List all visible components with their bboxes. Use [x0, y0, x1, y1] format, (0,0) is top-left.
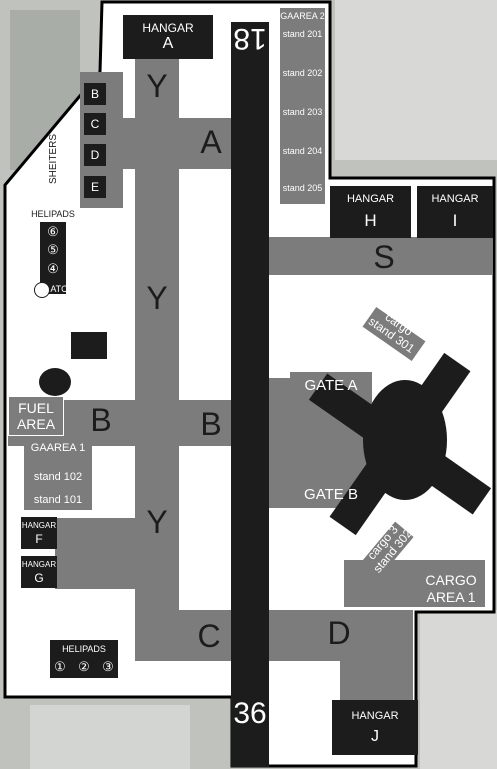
hangar-id: H	[364, 211, 377, 230]
stand-205[interactable]: stand 205	[282, 183, 323, 193]
hangar-title: HANGAR	[346, 193, 395, 205]
hangar-i[interactable]: HANGAR I	[417, 186, 493, 238]
hangar-title: HANGAR	[351, 709, 399, 722]
stand-204[interactable]: stand 204	[282, 146, 323, 156]
fuel-area[interactable]: FUEL AREA	[8, 396, 64, 436]
hangar-a[interactable]: HANGAR A	[123, 15, 213, 59]
taxiway-c	[135, 610, 233, 661]
taxiway-d-label: D	[327, 614, 351, 651]
taxiway-s-label: S	[373, 238, 395, 275]
shelters-title: SHEITERS	[47, 134, 59, 185]
hangar-id: F	[35, 531, 43, 546]
hangar-g[interactable]: HANGAR G	[21, 556, 57, 588]
helipad-2[interactable]: ②	[78, 659, 90, 674]
background-building	[30, 705, 190, 769]
stand-201[interactable]: stand 201	[282, 29, 323, 39]
taxiway-s	[268, 237, 493, 275]
helipad-4[interactable]: ④	[47, 261, 59, 276]
stand-101[interactable]: stand 101	[33, 494, 83, 506]
shelter-e[interactable]: E	[84, 176, 106, 198]
terminal-apron	[268, 378, 290, 508]
taxiway-y-label: Y	[146, 279, 168, 316]
hangar-title: HANGAR	[142, 21, 194, 35]
stand-102[interactable]: stand 102	[33, 471, 83, 483]
shelter-c[interactable]: C	[84, 113, 106, 135]
cargo-stand-302	[360, 521, 414, 579]
helipads-title: HELIPADS	[62, 644, 106, 654]
fuel-area-label: FUEL	[18, 400, 54, 416]
helipad-5[interactable]: ⑤	[47, 242, 59, 257]
taxiway-c-label: C	[197, 617, 221, 654]
taxiway-b-label: B	[90, 401, 112, 438]
shelter-d[interactable]: D	[84, 144, 106, 166]
atc-tower	[34, 282, 50, 298]
taxiway-a	[123, 118, 233, 169]
taxiway-f-g-apron	[55, 518, 135, 589]
helipad-6[interactable]: ⑥	[47, 224, 59, 239]
hangar-id: I	[452, 211, 458, 230]
hangar-title: HANGAR	[431, 193, 479, 205]
hangar-title: HANGAR	[21, 520, 57, 530]
concourse-hub	[363, 380, 447, 500]
background-building	[335, 0, 497, 160]
helipads-title: HELIPADS	[31, 209, 75, 219]
fuel-area-label: AREA	[16, 416, 56, 432]
taxiway-y-label: Y	[146, 67, 168, 104]
taxiway-y-label: Y	[146, 503, 168, 540]
stand-203[interactable]: stand 203	[282, 107, 323, 117]
taxiway-a-label: A	[200, 123, 222, 160]
runway-18-36	[231, 22, 269, 767]
hangar-id: J	[371, 727, 379, 745]
hangar-title: HANGAR	[21, 559, 57, 569]
hangar-j[interactable]: HANGAR J	[332, 700, 418, 755]
taxiway-d-apron	[340, 610, 413, 700]
ga-area-1-apron	[24, 438, 92, 510]
taxiway-b-label: B	[200, 405, 222, 442]
hangar-f[interactable]: HANGAR F	[21, 517, 57, 549]
hangar-h[interactable]: HANGAR H	[330, 186, 411, 238]
fuel-tank-round	[39, 368, 71, 396]
helipads-lower	[50, 640, 118, 678]
background-building	[420, 610, 497, 769]
fuel-tank	[71, 332, 107, 359]
cargo-area-1[interactable]: CARGO AREA 1	[425, 572, 477, 605]
helipad-1[interactable]: ①	[54, 659, 66, 674]
hangar-id: G	[34, 570, 44, 585]
atc-label: ATC	[50, 284, 68, 294]
runway-18-label: 18	[233, 22, 267, 55]
shelter-b[interactable]: B	[84, 83, 106, 105]
gate-a[interactable]: GATE A	[304, 376, 358, 394]
cargo-stand-301	[362, 306, 426, 362]
runway-36-label: 36	[233, 697, 267, 730]
taxiway-d	[268, 610, 348, 661]
gate-b[interactable]: GATE B	[304, 485, 358, 503]
ga-area-2-title: GAAREA 2	[280, 11, 325, 21]
stand-202[interactable]: stand 202	[282, 68, 323, 78]
ga-area-1-title: GAAREA 1	[30, 442, 86, 454]
ga-area-2-apron	[280, 8, 325, 204]
hangar-id: A	[162, 35, 174, 52]
helipad-3[interactable]: ③	[102, 659, 114, 674]
